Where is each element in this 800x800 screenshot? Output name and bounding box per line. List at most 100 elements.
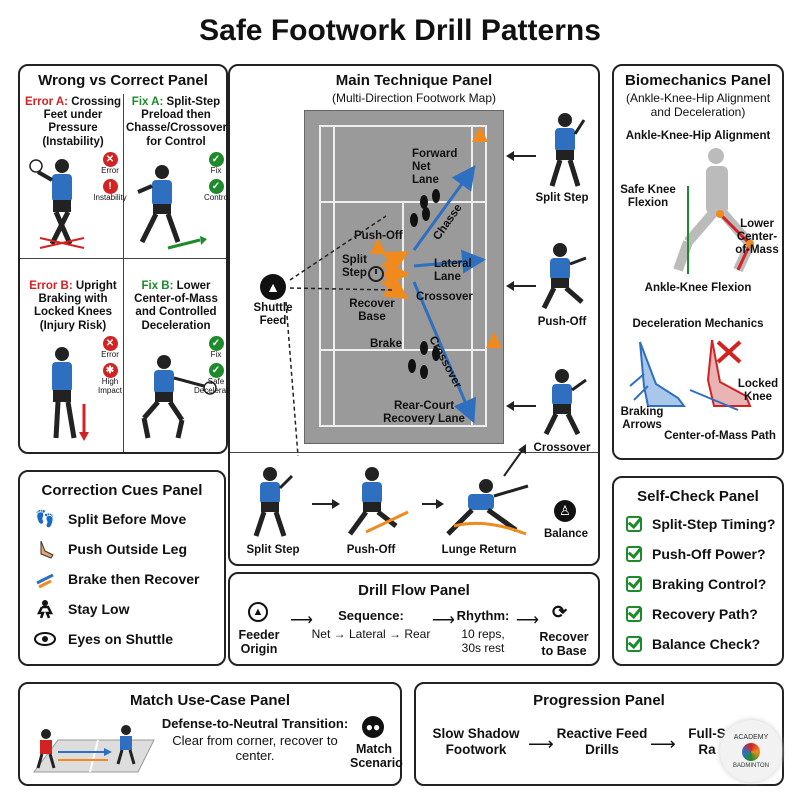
check-circle-icon: ✓ xyxy=(208,178,224,194)
checkbox-icon[interactable] xyxy=(626,636,642,652)
error-x-icon: ✕ xyxy=(102,152,118,167)
cue-item: Stay Low xyxy=(34,598,129,620)
checkbox-icon[interactable] xyxy=(626,516,642,532)
side-figure-crossover xyxy=(543,369,587,436)
checkbox-icon[interactable] xyxy=(626,606,642,622)
shuttlecock-icon: ▲ xyxy=(248,602,268,622)
lateral-lane-label: Lateral Lane xyxy=(434,258,472,284)
error-b-text: Error B: Upright Braking with Locked Kne… xyxy=(29,280,117,332)
correction-cues-panel: Correction Cues Panel 👣 Split Before Mov… xyxy=(18,470,226,666)
fix-b-badges: ✓ Fix ✓ Safe Deceleration xyxy=(194,336,239,395)
impact-icon: ✱ xyxy=(102,362,118,378)
locked-knee-label: Locked Knee xyxy=(737,378,779,404)
error-a-figure xyxy=(29,159,85,249)
arrow-icon: ⟶ xyxy=(516,612,539,629)
biomech-title: Biomechanics Panel xyxy=(625,72,771,89)
selfcheck-item[interactable]: Split-Step Timing? xyxy=(626,516,775,532)
error-a-text: Error A: Crossing Feet under Pressure (I… xyxy=(24,96,122,148)
side-label-pushoff: Push-Off xyxy=(537,316,587,328)
progression-step-1: Reactive Feed Drills xyxy=(556,726,648,757)
arrow-icon: ⟶ xyxy=(432,612,455,629)
error-x-icon: ✕ xyxy=(102,336,118,351)
ankle-knee-label: Ankle-Knee Flexion xyxy=(644,282,752,294)
selfcheck-item[interactable]: Recovery Path? xyxy=(626,606,758,622)
match-title: Match Use-Case Panel xyxy=(129,692,291,709)
biomech-subtitle: (Ankle-Knee-Hip Alignment and Decelerati… xyxy=(625,91,771,119)
side-figure-pushoff xyxy=(541,243,587,310)
cue-item: Brake then Recover xyxy=(34,568,200,590)
progression-step-2: Full-S Ra xyxy=(688,726,726,757)
divider-h xyxy=(20,258,226,259)
fix-b-text: Fix B: Lower Center-of-Mass and Controll… xyxy=(134,280,218,332)
balance-label: Balance xyxy=(543,528,589,540)
wrong-correct-panel: Wrong vs Correct Panel Error A: Crossing… xyxy=(18,64,239,454)
progression-title: Progression Panel xyxy=(533,692,665,709)
recover-base-flow-label: Recover to Base xyxy=(539,630,589,659)
feed-dashed-arrows xyxy=(285,215,393,457)
page-title: Safe Footwork Drill Patterns xyxy=(199,14,601,47)
match-scenario-label: Match Scenario xyxy=(350,742,403,771)
main-title: Main Technique Panel xyxy=(335,72,493,89)
eye-icon xyxy=(34,628,56,650)
side-label-crossover: Crossover xyxy=(533,442,591,454)
checkbox-icon[interactable] xyxy=(626,546,642,562)
check-circle-icon: ✓ xyxy=(208,152,224,167)
cues-title: Correction Cues Panel xyxy=(41,482,203,499)
biomechanics-panel: Biomechanics Panel (Ankle-Knee-Hip Align… xyxy=(612,64,784,460)
cue-item: Eyes on Shuttle xyxy=(34,628,173,650)
court-arrows xyxy=(368,126,502,424)
selfcheck-item[interactable]: Balance Check? xyxy=(626,636,760,652)
divider-v xyxy=(123,94,124,452)
self-check-panel: Self-Check Panel Split-Step Timing? Push… xyxy=(612,476,784,666)
push-off-label: Push-Off xyxy=(354,230,403,242)
balance-icon: ♙ xyxy=(554,500,576,522)
error-b-figure xyxy=(52,347,89,441)
fix-a-badges: ✓ Fix ✓ Control xyxy=(204,152,230,202)
recycle-icon: ⟳ xyxy=(552,602,568,622)
checkbox-icon[interactable] xyxy=(626,576,642,592)
sequence-label-2: Lunge Return xyxy=(441,544,517,556)
crossover-mid-label: Crossover xyxy=(416,291,473,303)
main-technique-panel: Main Technique Panel (Multi-Direction Fo… xyxy=(228,64,600,566)
match-court-figure xyxy=(33,725,155,773)
shuttle-feed-label: Shuttle Feed xyxy=(253,302,293,328)
feeder-origin-label: Feeder Origin xyxy=(238,628,280,657)
progression-step-0: Slow Shadow Footwork xyxy=(432,726,520,757)
selfcheck-item[interactable]: Braking Control? xyxy=(626,576,766,592)
com-path-label: Center-of-Mass Path xyxy=(664,430,776,442)
drill-flow-title: Drill Flow Panel xyxy=(358,582,470,599)
drill-flow-panel: Drill Flow Panel ▲ Feeder Origin ⟶ Seque… xyxy=(228,572,600,666)
sequence-label-1: Push-Off xyxy=(346,544,396,556)
sequence-label-0: Split Step xyxy=(246,544,300,556)
academy-logo: ACADEMY BADMINTON xyxy=(720,720,782,782)
safe-knee-label: Safe Knee Flexion xyxy=(620,184,676,210)
error-a-badges: ✕ Error ! Instability xyxy=(93,152,127,202)
side-label-split: Split Step xyxy=(535,192,589,204)
selfcheck-item[interactable]: Push-Off Power? xyxy=(626,546,766,562)
alert-icon: ! xyxy=(102,178,118,194)
side-arrows xyxy=(506,151,536,411)
fix-a-figure xyxy=(137,165,207,250)
check-circle-icon: ✓ xyxy=(208,362,224,378)
biomech-section2: Deceleration Mechanics xyxy=(632,318,764,330)
footprints-icon: 👣 xyxy=(35,511,55,528)
error-b-badges: ✕ Error ✱ High Impact xyxy=(98,336,123,395)
arrow-icon: ⟶ xyxy=(650,734,676,754)
arrow-icon: ⟶ xyxy=(290,612,313,629)
recover-base-label: Recover Base xyxy=(349,298,395,324)
biomech-figure xyxy=(673,148,755,274)
side-figure-split xyxy=(549,113,586,187)
progression-panel: Progression Panel Slow Shadow Footwork ⟶… xyxy=(414,682,784,786)
arrow-icon: ⟶ xyxy=(528,734,554,754)
sequence-block: Sequence: Net → Lateral → Rear xyxy=(311,608,431,641)
match-panel: Match Use-Case Panel Defense-to-Neutral … xyxy=(18,682,403,786)
check-circle-icon: ✓ xyxy=(208,336,224,351)
match-text-block: Defense-to-Neutral Transition: Clear fro… xyxy=(161,716,349,763)
brake-label: Brake xyxy=(370,338,402,350)
forward-lane-label: Forward Net Lane xyxy=(412,148,458,187)
deceleration-figure xyxy=(629,339,752,411)
brake-icon xyxy=(34,568,56,590)
fix-a-text: Fix A: Split-Step Preload then Chasse/Cr… xyxy=(126,96,227,148)
rear-lane-label: Rear-Court Recovery Lane xyxy=(383,400,465,426)
rhythm-block: Rhythm: 10 reps, 30s rest xyxy=(456,608,510,656)
